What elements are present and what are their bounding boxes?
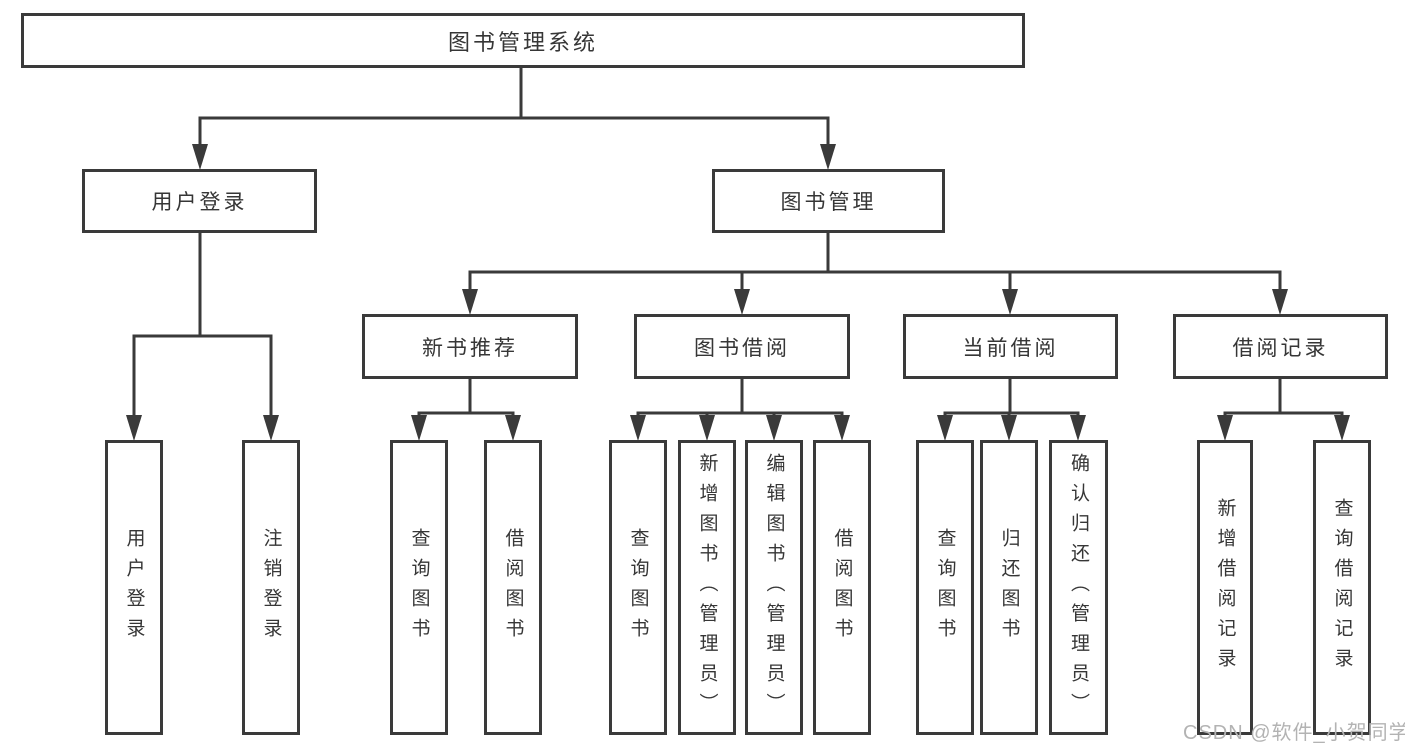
arrowhead bbox=[411, 415, 427, 441]
node-book-borrowing: 图书借阅 bbox=[634, 314, 850, 379]
arrowhead bbox=[630, 415, 646, 441]
arrowhead bbox=[1272, 289, 1288, 315]
edge-records-to-children bbox=[1223, 377, 1344, 419]
edge-root-to-level2 bbox=[198, 66, 830, 148]
leaf-query-books-3: 查询图书 bbox=[916, 440, 974, 735]
arrowhead bbox=[263, 415, 279, 441]
arrowhead bbox=[937, 415, 953, 441]
node-label: 确认归还（管理员） bbox=[1068, 452, 1089, 723]
node-label: 当前借阅 bbox=[962, 336, 1059, 360]
node-label: 查询图书 bbox=[408, 527, 430, 648]
arrowhead bbox=[1001, 415, 1017, 441]
leaf-query-books: 查询图书 bbox=[390, 440, 448, 735]
node-label: 借阅记录 bbox=[1232, 336, 1329, 360]
node-book-management: 图书管理 bbox=[712, 169, 945, 233]
leaf-logout: 注销登录 bbox=[242, 440, 300, 735]
arrowhead bbox=[192, 144, 208, 170]
arrowhead bbox=[1217, 415, 1233, 441]
edge-borrow-to-children bbox=[636, 377, 844, 419]
node-label: 图书借阅 bbox=[694, 336, 790, 360]
node-label: 注销登录 bbox=[260, 527, 282, 648]
arrowhead bbox=[820, 144, 836, 170]
node-borrowing-records: 借阅记录 bbox=[1173, 314, 1388, 379]
leaf-borrow-books: 借阅图书 bbox=[484, 440, 542, 735]
leaf-borrow-books-2: 借阅图书 bbox=[813, 440, 871, 735]
arrowhead bbox=[126, 415, 142, 441]
node-label: 用户登录 bbox=[151, 191, 248, 214]
arrowhead bbox=[834, 415, 850, 441]
leaf-add-borrow-record: 新增借阅记录 bbox=[1197, 440, 1253, 735]
arrowhead bbox=[734, 289, 750, 315]
leaf-edit-book-admin: 编辑图书（管理员） bbox=[745, 440, 803, 735]
node-label: 归还图书 bbox=[998, 527, 1020, 648]
edge-userlogin-to-children bbox=[132, 231, 273, 420]
node-label: 借阅图书 bbox=[831, 527, 853, 648]
leaf-user-login: 用户登录 bbox=[105, 440, 163, 735]
node-library-management-system: 图书管理系统 bbox=[21, 13, 1025, 68]
node-label: 查询借阅记录 bbox=[1331, 497, 1353, 678]
leaf-query-books-2: 查询图书 bbox=[609, 440, 667, 735]
arrowhead bbox=[1334, 415, 1350, 441]
node-label: 图书管理系统 bbox=[447, 29, 598, 55]
node-label: 新增图书（管理员） bbox=[696, 452, 718, 723]
edge-newbook-to-children bbox=[417, 377, 515, 419]
leaf-add-book-admin: 新增图书（管理员） bbox=[678, 440, 736, 735]
node-label: 编辑图书（管理员） bbox=[763, 452, 785, 723]
node-current-borrowing: 当前借阅 bbox=[903, 314, 1118, 379]
arrowhead bbox=[1002, 289, 1018, 315]
edge-bookmgmt-to-level3 bbox=[468, 231, 1282, 296]
arrowhead bbox=[699, 415, 715, 441]
node-new-book-recommendation: 新书推荐 bbox=[362, 314, 578, 379]
node-label: 查询图书 bbox=[934, 527, 956, 648]
leaf-query-borrow-record: 查询借阅记录 bbox=[1313, 440, 1371, 735]
watermark-text: CSDN @软件_小贺同学 bbox=[1183, 722, 1405, 744]
node-label: 借阅图书 bbox=[502, 527, 524, 648]
leaf-confirm-return-admin: 确认归还（管理员） bbox=[1049, 440, 1108, 735]
node-user-login: 用户登录 bbox=[82, 169, 317, 233]
arrowhead bbox=[462, 289, 478, 315]
node-label: 新书推荐 bbox=[422, 336, 518, 360]
arrowhead bbox=[766, 415, 782, 441]
node-label: 查询图书 bbox=[627, 527, 649, 648]
arrowhead bbox=[505, 415, 521, 441]
node-label: 图书管理 bbox=[780, 191, 877, 214]
node-label: 用户登录 bbox=[123, 527, 145, 648]
leaf-return-book: 归还图书 bbox=[980, 440, 1038, 735]
edge-current-to-children bbox=[943, 377, 1080, 419]
arrowhead bbox=[1070, 415, 1086, 441]
node-label: 新增借阅记录 bbox=[1214, 497, 1236, 678]
